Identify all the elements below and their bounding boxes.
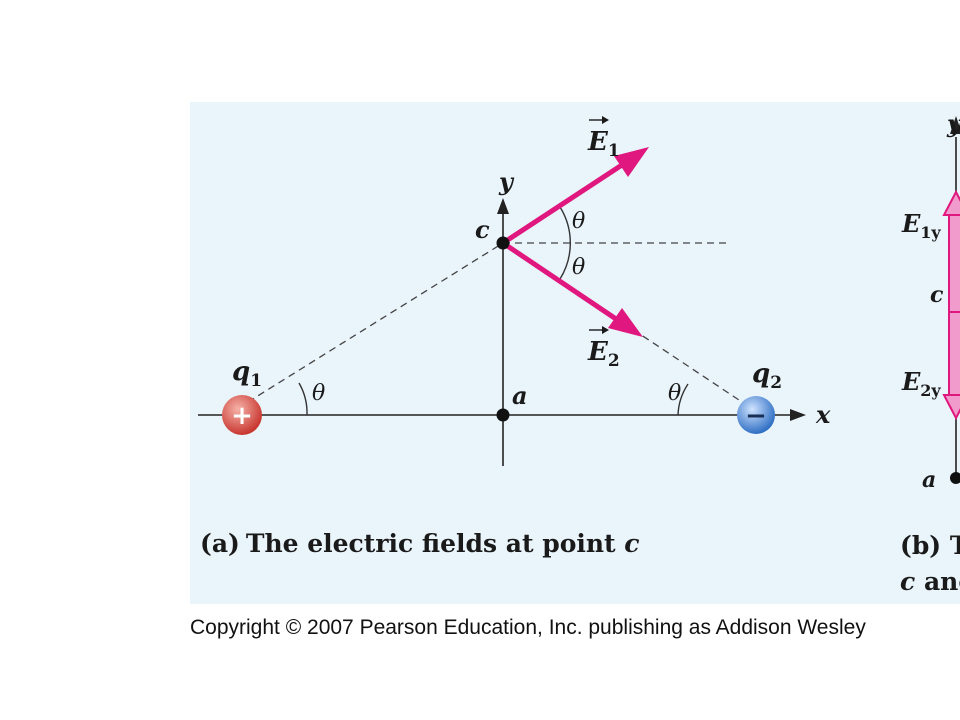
panel-b-e2y-arrowhead	[942, 394, 960, 421]
e1-vector-arrowhead	[614, 147, 649, 177]
panel-b-e1y-vector	[948, 211, 960, 313]
e2-vector-arrowhead	[608, 308, 643, 337]
electric-field-diagram: x y θ θ θ θ E1 E2	[198, 109, 960, 596]
panel-b-a-label: a	[922, 467, 936, 493]
panel-b-point-a-dot	[950, 472, 960, 484]
panel-b-caption-line1: (b) T	[900, 531, 960, 560]
angle-arc-c	[559, 206, 572, 280]
panel-b-e1y-label: E1y	[901, 209, 941, 242]
panel-b-caption-point: c	[900, 567, 915, 596]
charge-q2-label: q2	[752, 359, 782, 393]
e2-overarrow-head	[602, 326, 609, 334]
panel-b-caption-rest: anc	[915, 567, 960, 596]
e2-label: E2	[587, 337, 620, 371]
panel-b-y-arrowhead	[950, 116, 960, 134]
panel-b-e2y-letter: E	[901, 367, 921, 396]
panel-b-e2y-label: E2y	[901, 367, 941, 400]
caption-a-point: c	[624, 529, 639, 558]
angle-label-q2: θ	[668, 381, 681, 406]
angle-label-c-lower: θ	[572, 255, 585, 280]
charge-q2-sphere	[737, 396, 775, 434]
angle-label-c-upper: θ	[572, 209, 585, 234]
panel-b-e1y-letter: E	[901, 209, 921, 238]
point-a-label: a	[512, 381, 528, 410]
angle-arc-q1	[298, 382, 308, 416]
y-axis-arrowhead	[497, 198, 509, 214]
e1-label-sub: 1	[608, 141, 620, 161]
charge-q1-label-letter: q	[232, 357, 250, 387]
point-a-dot	[496, 408, 510, 422]
e1-label: E1	[587, 127, 620, 161]
point-c-label: c	[475, 215, 490, 244]
charge-q2-label-letter: q	[752, 359, 770, 389]
e1-label-letter: E	[587, 127, 609, 157]
e2-label-letter: E	[587, 337, 609, 367]
y-axis-label: y	[498, 167, 515, 196]
copyright-notice: Copyright © 2007 Pearson Education, Inc.…	[190, 616, 866, 639]
charge-q2-label-sub: 2	[770, 373, 782, 393]
panel-b-e2y-vector	[948, 311, 960, 399]
charge-q1-label: q1	[232, 357, 262, 391]
x-axis-label: x	[815, 400, 831, 429]
caption-a-text: The electric fields at point	[246, 529, 624, 558]
caption-a: (a)The electric fields at point c	[200, 529, 640, 558]
angle-arc-q2	[677, 383, 689, 416]
angle-label-q1: θ	[312, 381, 325, 406]
charge-q1-sign: +	[231, 401, 253, 431]
e1-overarrow-head	[602, 116, 609, 124]
charge-q2-sign: −	[745, 401, 767, 431]
e1-vector-shaft	[501, 158, 630, 246]
charge-q1-label-sub: 1	[250, 371, 262, 391]
panel-b-e2y-sub: 2y	[920, 381, 941, 400]
panel-b-e1y-sub: 1y	[920, 223, 941, 242]
panel-b-c-label: c	[930, 282, 944, 308]
figure-panel: x y θ θ θ θ E1 E2	[190, 102, 960, 604]
point-c-dot	[496, 236, 510, 250]
panel-b-e1y-arrowhead	[942, 189, 960, 216]
e2-vector-shaft	[501, 240, 624, 326]
e2-label-sub: 2	[608, 351, 620, 371]
caption-a-tag: (a)	[200, 529, 240, 558]
panel-b-caption-line2: c anc	[900, 567, 960, 596]
charge-q1-sphere	[222, 395, 262, 435]
x-axis-arrowhead	[790, 409, 806, 421]
dashed-line-q1-to-c	[247, 242, 504, 403]
panel-b-y-label: y	[946, 109, 960, 138]
